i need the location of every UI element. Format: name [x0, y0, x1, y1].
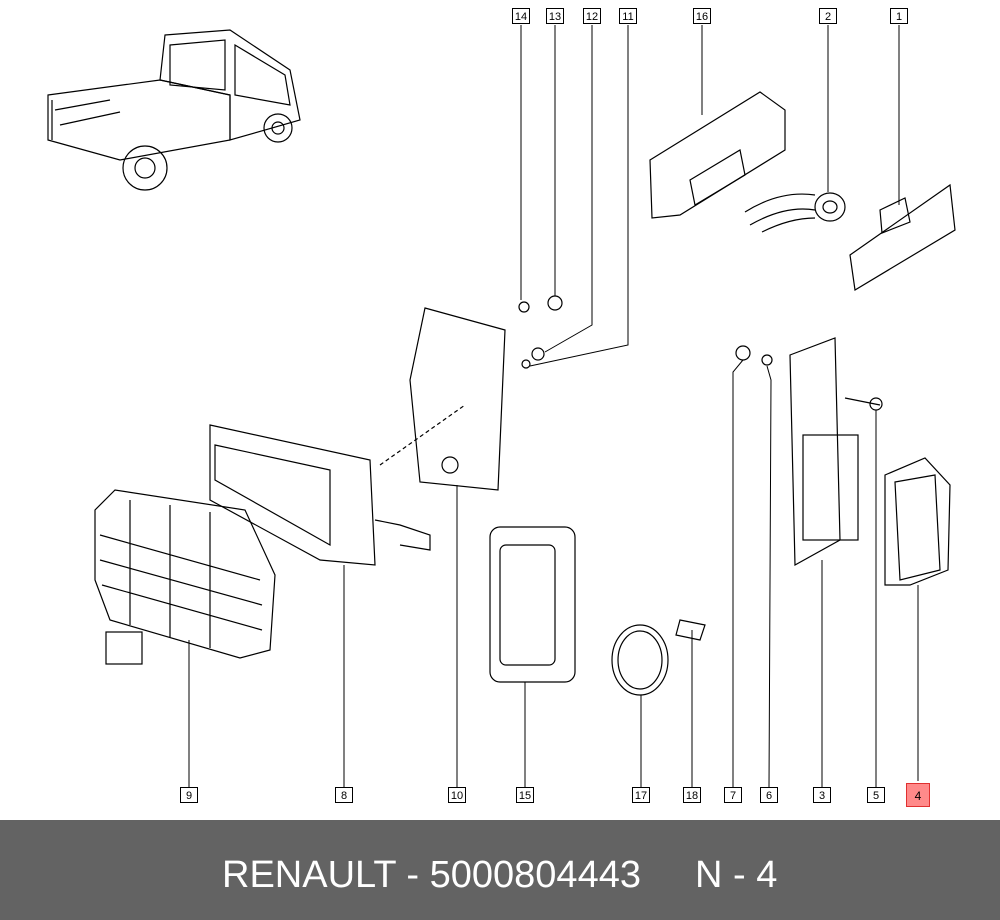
- callout-14: 14: [512, 8, 530, 24]
- callout-17: 17: [632, 787, 650, 803]
- callout-16: 16: [693, 8, 711, 24]
- callout-2: 2: [819, 8, 837, 24]
- footer-bar: RENAULT - 5000804443 N - 4: [0, 820, 1000, 920]
- parts-diagram: [47, 25, 956, 788]
- callout-6: 6: [760, 787, 778, 803]
- callout-13: 13: [546, 8, 564, 24]
- callout-8: 8: [335, 787, 353, 803]
- callout-10: 10: [448, 787, 466, 803]
- callout-11: 11: [619, 8, 637, 24]
- reference-number: N - 4: [695, 854, 778, 896]
- part-number-title: RENAULT - 5000804443: [222, 854, 641, 896]
- callout-12: 12: [583, 8, 601, 24]
- callout-4-highlighted: 4: [906, 783, 930, 807]
- callout-3: 3: [813, 787, 831, 803]
- callout-18: 18: [683, 787, 701, 803]
- vehicle-illustration: [47, 29, 301, 191]
- callout-5: 5: [867, 787, 885, 803]
- callout-7: 7: [724, 787, 742, 803]
- callout-9: 9: [180, 787, 198, 803]
- callout-1: 1: [890, 8, 908, 24]
- callout-15: 15: [516, 787, 534, 803]
